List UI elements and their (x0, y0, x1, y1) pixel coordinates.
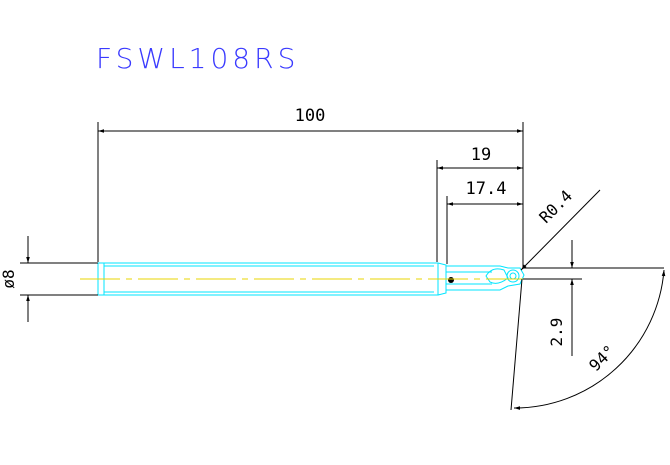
insert-tip (506, 269, 520, 283)
insert-clamp (485, 268, 509, 284)
drawing-title: FSWL108RS (96, 42, 299, 75)
coolant-hole (448, 277, 454, 283)
dim-head-length: 19 (471, 145, 491, 165)
dim-overall-length: 100 (295, 106, 326, 126)
insert-screw (509, 272, 517, 280)
angle-ref-line (510, 278, 523, 411)
dim-tip-offset: 2.9 (547, 318, 566, 347)
dim-flute-length: 17.4 (466, 179, 507, 199)
angle-arc (513, 269, 666, 410)
dim-shank-diameter: ø8 (0, 269, 18, 288)
leader-corner-radius (520, 189, 601, 271)
